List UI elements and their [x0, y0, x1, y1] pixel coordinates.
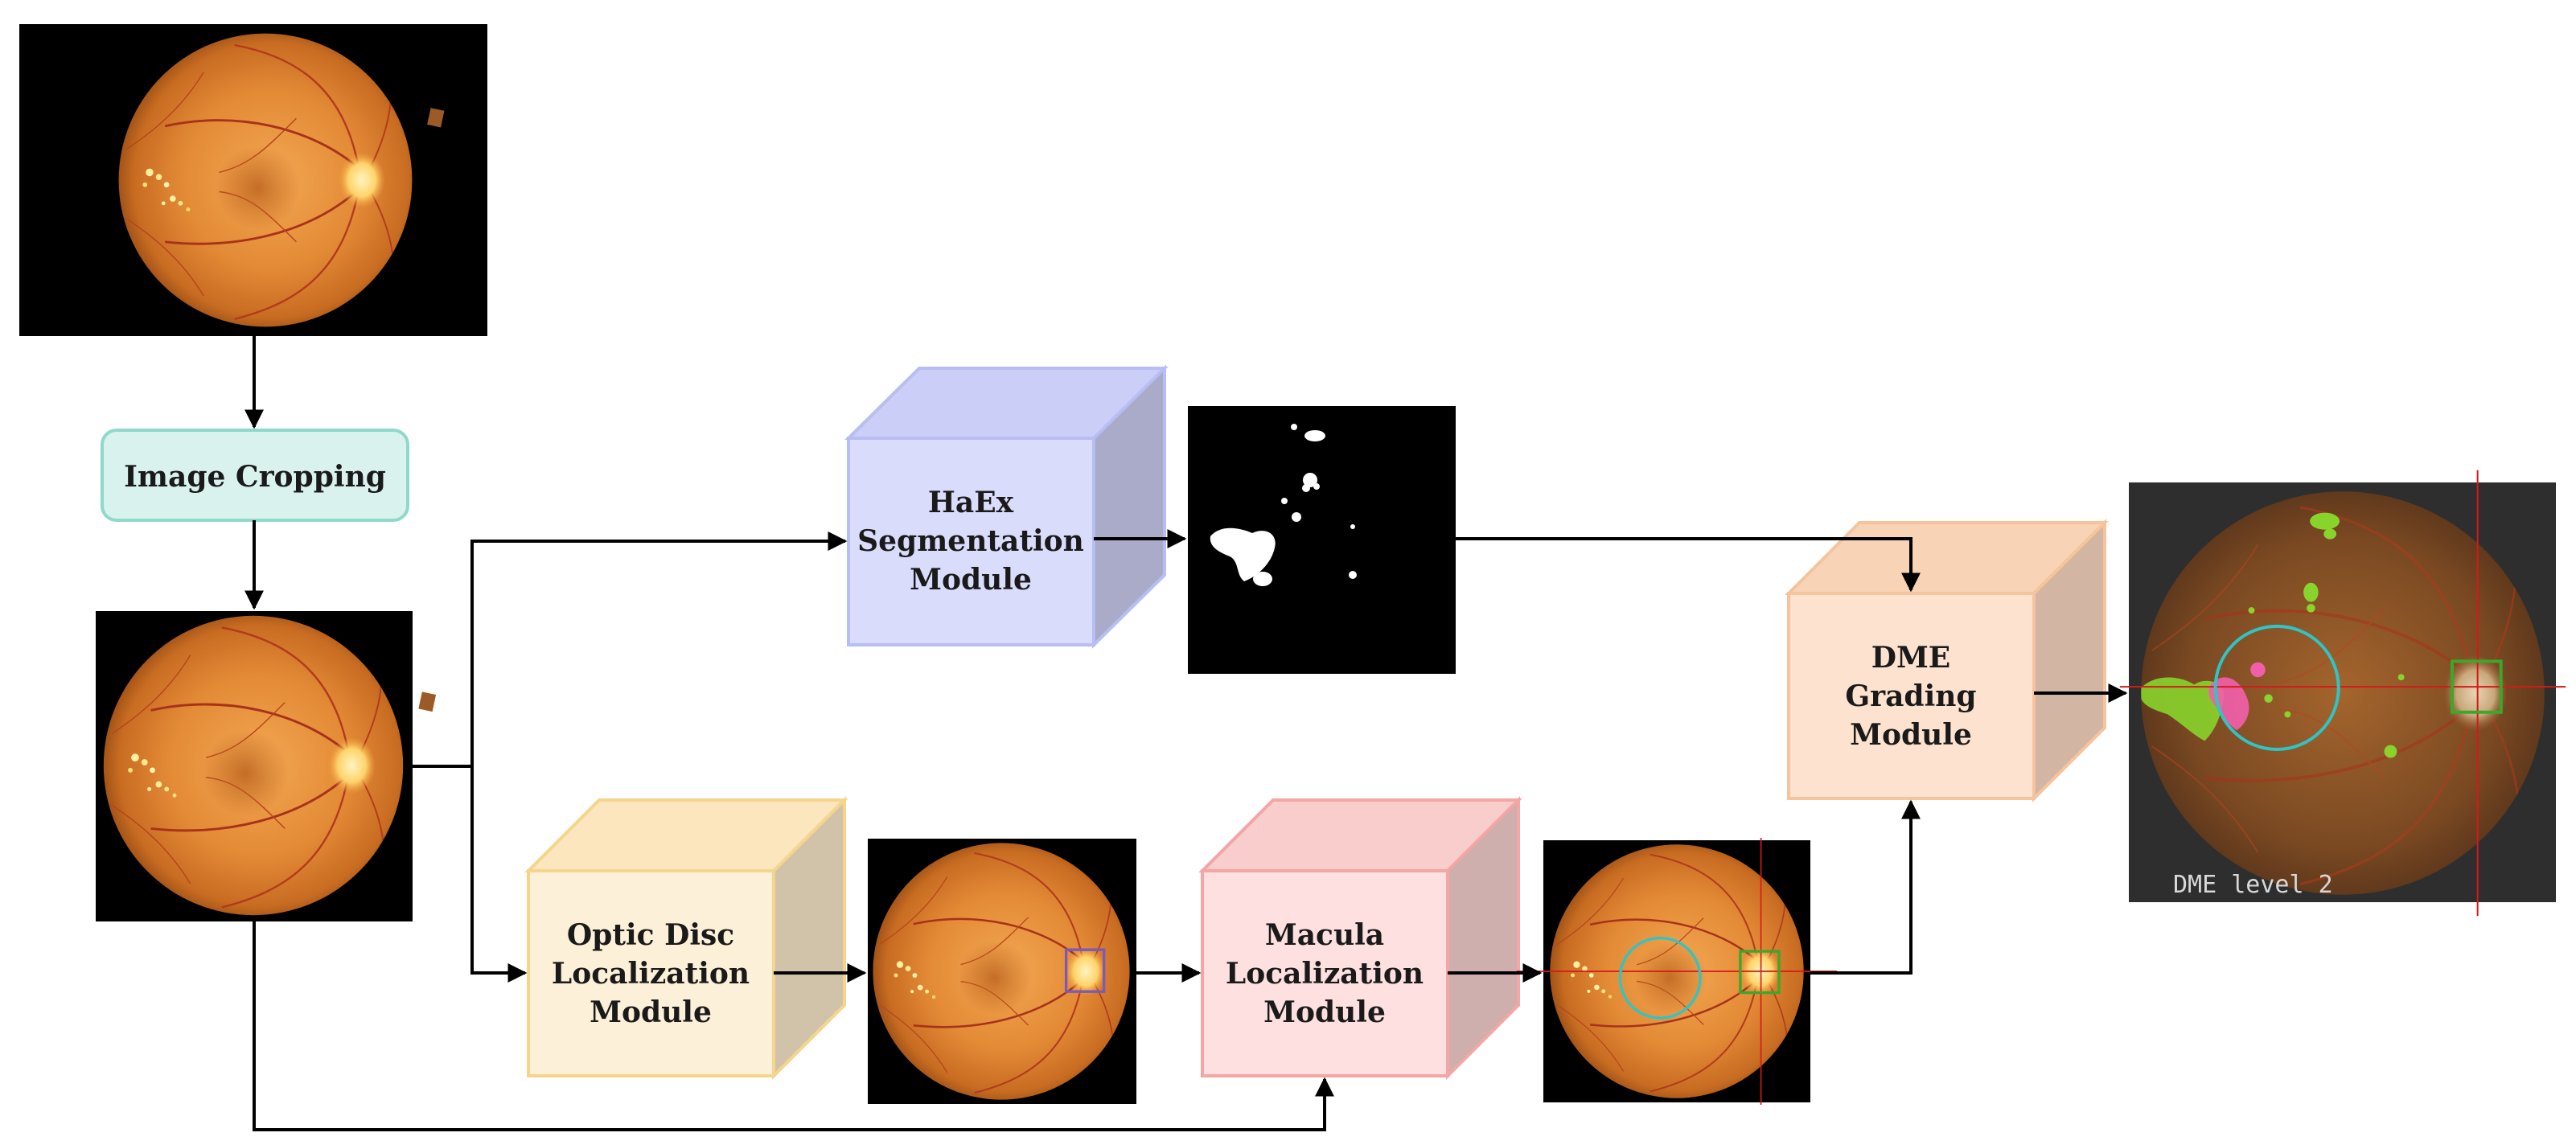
macula-label-line2: Localization — [1226, 957, 1424, 991]
dme-label-line2: Grading — [1845, 679, 1976, 713]
result-macula-circle — [2213, 624, 2340, 751]
connector-arrows — [244, 336, 2128, 1131]
optic-disc-localization-module: Optic Disc Localization Module — [524, 796, 848, 1080]
macula-result-image — [1516, 837, 1838, 1106]
image-cropping-label: Image Cropping — [124, 460, 386, 494]
dme-label-line3: Module — [1850, 718, 1972, 752]
dme-label-line1: DME — [1871, 641, 1951, 675]
arrow-image-to-dme — [1810, 799, 1921, 975]
macula-label-line3: Module — [1263, 995, 1386, 1029]
macula-label-line1: Macula — [1265, 918, 1384, 952]
dme-result-image: DME level 2 — [2119, 470, 2566, 917]
macula-circle — [1618, 936, 1702, 1020]
optic-disc-label-line3: Module — [590, 995, 712, 1029]
input-fundus-image — [19, 24, 487, 336]
optic-disc-result-image — [868, 839, 1136, 1104]
segmentation-mask-image — [1188, 406, 1456, 674]
cropped-fundus-image — [96, 611, 437, 921]
result-optic-disc-box — [2450, 659, 2503, 714]
dme-level-caption: DME level 2 — [2173, 871, 2333, 899]
arrow-cropped-to-optic-disc — [470, 766, 528, 983]
haex-label-line3: Module — [910, 563, 1032, 597]
optic-disc-label-line1: Optic Disc — [567, 918, 734, 952]
arrow-mask-to-dme — [1456, 537, 1921, 593]
macula-localization-module: Macula Localization Module — [1198, 796, 1522, 1080]
arrow-cropped-to-macula — [253, 921, 1334, 1131]
image-cropping-box: Image Cropping — [101, 429, 409, 522]
optic-disc-bounding-box — [1064, 948, 1106, 993]
dme-grading-module: DME Grading Module — [1785, 519, 2109, 802]
optic-disc-label-line2: Localization — [552, 957, 750, 991]
haex-label-line2: Segmentation — [857, 524, 1084, 558]
arrow-cropped-to-haex — [413, 531, 848, 768]
haex-segmentation-module: HaEx Segmentation Module — [844, 364, 1169, 649]
haex-label-line1: HaEx — [928, 486, 1014, 519]
optic-disc-green-box — [1739, 950, 1781, 995]
